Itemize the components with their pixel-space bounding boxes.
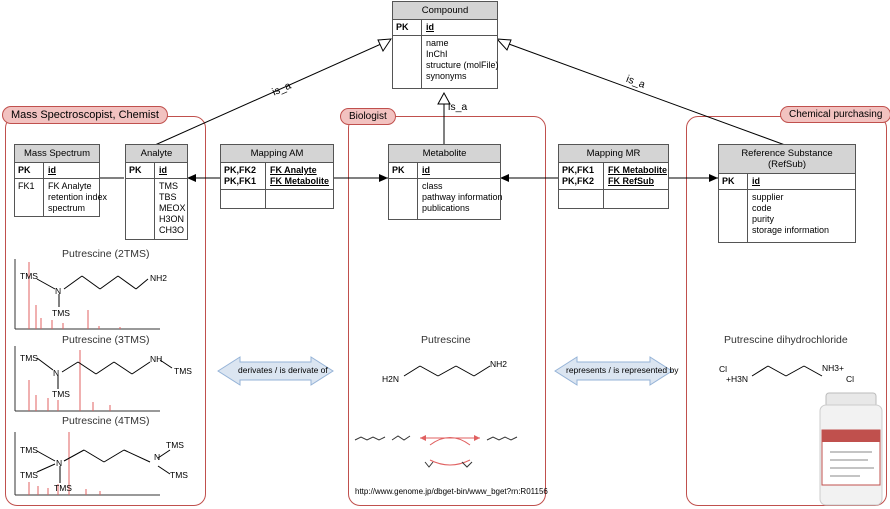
label-h2n: H2N: [382, 374, 400, 384]
mass-spectrum-pk-label: PK: [15, 163, 44, 178]
label-tms-4c: TMS: [166, 440, 184, 450]
label-nh-3: NH: [150, 354, 163, 364]
metabolite-id: id: [422, 165, 430, 175]
spectrum-4tms: [14, 432, 160, 496]
mapping-am-keys: PK,FK2 PK,FK1: [221, 163, 266, 189]
label-tms-4b: TMS: [20, 470, 38, 480]
label-tms-3a: TMS: [20, 353, 38, 363]
entity-mapping-mr[interactable]: Mapping MR PK,FK1 PK,FK2 FK Metabolite F…: [558, 144, 669, 209]
structure-3tms: [36, 357, 173, 389]
isa-line-left: [154, 39, 391, 146]
caption-putrescine-3tms: Putrescine (3TMS): [62, 334, 150, 346]
reference-substance-attributes: supplier code purity storage information: [752, 192, 830, 235]
represents-label: represents / is represented by: [566, 365, 679, 375]
mr-metabolite-arrowhead: [500, 174, 509, 182]
analyte-title: Analyte: [126, 145, 187, 163]
analyte-attributes: TMS TBS MEOX H3ON CH3O: [159, 181, 186, 235]
mr-refsub-arrowhead: [709, 174, 718, 182]
label-tms-2b: TMS: [52, 308, 70, 318]
caption-putrescine-dihydrochloride: Putrescine dihydrochloride: [724, 334, 848, 346]
metabolite-title: Metabolite: [389, 145, 500, 163]
caption-putrescine-2tms: Putrescine (2TMS): [62, 248, 150, 260]
mass-spectrum-attributes: FK Analyte retention index spectrum: [48, 181, 108, 213]
reference-substance-pk-label: PK: [719, 174, 748, 189]
entity-mapping-am[interactable]: Mapping AM PK,FK2 PK,FK1 FK Analyte FK M…: [220, 144, 334, 209]
label-n-2: N: [55, 286, 62, 296]
label-tms-3b: TMS: [52, 389, 70, 399]
panel-tab-biologist: Biologist: [340, 108, 396, 125]
label-tms-4a: TMS: [20, 445, 38, 455]
entity-reference-substance[interactable]: Reference Substance (RefSub) PK id suppl…: [718, 144, 856, 243]
structure-2tms: [36, 275, 149, 307]
label-cl-left: Cl: [719, 364, 728, 374]
label-n-4b: N: [154, 452, 161, 462]
am-metabolite-arrowhead: [379, 174, 388, 182]
spectrum-2tms: [14, 259, 160, 330]
panel-tab-purchasing: Chemical purchasing: [780, 106, 890, 123]
metabolite-pk-label: PK: [389, 163, 418, 178]
mapping-am-title: Mapping AM: [221, 145, 333, 163]
caption-putrescine: Putrescine: [421, 334, 471, 346]
isa-arrowhead-left: [377, 38, 392, 53]
mapping-mr-keys: PK,FK1 PK,FK2: [559, 163, 604, 189]
caption-putrescine-4tms: Putrescine (4TMS): [62, 415, 150, 427]
kegg-url[interactable]: http://www.genome.jp/dbget-bin/www_bget?…: [355, 487, 548, 496]
reaction-scheme: [354, 435, 518, 468]
label-n-3: N: [53, 368, 60, 378]
represents-arrow: [554, 356, 673, 386]
entity-metabolite[interactable]: Metabolite PK id class pathway informati…: [388, 144, 503, 220]
entity-analyte[interactable]: Analyte PK id TMS TBS MEOX H3ON CH3O: [125, 144, 188, 240]
structure-dihydrochloride: [751, 365, 823, 377]
compound-attributes: name InChI structure (molFile) synonyms: [426, 38, 499, 81]
structure-4tms: [36, 449, 171, 483]
compound-pk-label: PK: [393, 20, 422, 35]
label-tms-3c: TMS: [174, 366, 192, 376]
entity-compound[interactable]: Compound PK id name InChI structure (mol…: [392, 1, 499, 89]
panel-tab-chemist: Mass Spectroscopist, Chemist: [2, 106, 168, 124]
label-tms-4d: TMS: [170, 470, 188, 480]
mapping-mr-values: FK Metabolite FK RefSub: [608, 165, 668, 186]
label-cl-right: Cl: [846, 374, 855, 384]
isa-arrowhead-right: [495, 38, 512, 51]
reference-substance-title: Reference Substance (RefSub): [719, 145, 855, 174]
label-nh3: NH3+: [822, 363, 844, 373]
chemical-bottle-image: [819, 392, 883, 506]
reference-substance-id: id: [752, 176, 760, 186]
mapping-am-values: FK Analyte FK Metabolite: [270, 165, 330, 186]
isa-arrowhead-middle: [437, 91, 451, 105]
entity-mass-spectrum[interactable]: Mass Spectrum PK id FK1 FK Analyte reten…: [14, 144, 107, 217]
mass-spectrum-id: id: [48, 165, 56, 175]
am-analyte-arrowhead: [187, 174, 196, 182]
mass-spectrum-fk-label: FK1: [15, 179, 44, 216]
panel-biologist: [348, 116, 546, 506]
label-tms-4e: TMS: [54, 483, 72, 493]
entity-compound-title: Compound: [393, 2, 497, 20]
compound-id: id: [426, 22, 434, 32]
label-tms-2a: TMS: [20, 271, 38, 281]
label-nh2-2: NH2: [150, 273, 168, 283]
mass-spectrum-title: Mass Spectrum: [15, 145, 99, 163]
mapping-mr-title: Mapping MR: [559, 145, 668, 163]
label-n-4a: N: [56, 458, 63, 468]
metabolite-attributes: class pathway information publications: [422, 181, 503, 213]
analyte-pk-label: PK: [126, 163, 155, 178]
derivates-arrow: [217, 356, 334, 386]
isa-line-right: [497, 39, 786, 146]
derivates-label: derivates / is derivate of: [238, 365, 328, 375]
label-h3n: +H3N: [726, 374, 748, 384]
isa-label-middle: is_a: [448, 101, 468, 113]
structure-putrescine: [403, 365, 491, 377]
spectrum-3tms: [14, 346, 160, 412]
analyte-id: id: [159, 165, 167, 175]
label-nh2-mid: NH2: [490, 359, 508, 369]
